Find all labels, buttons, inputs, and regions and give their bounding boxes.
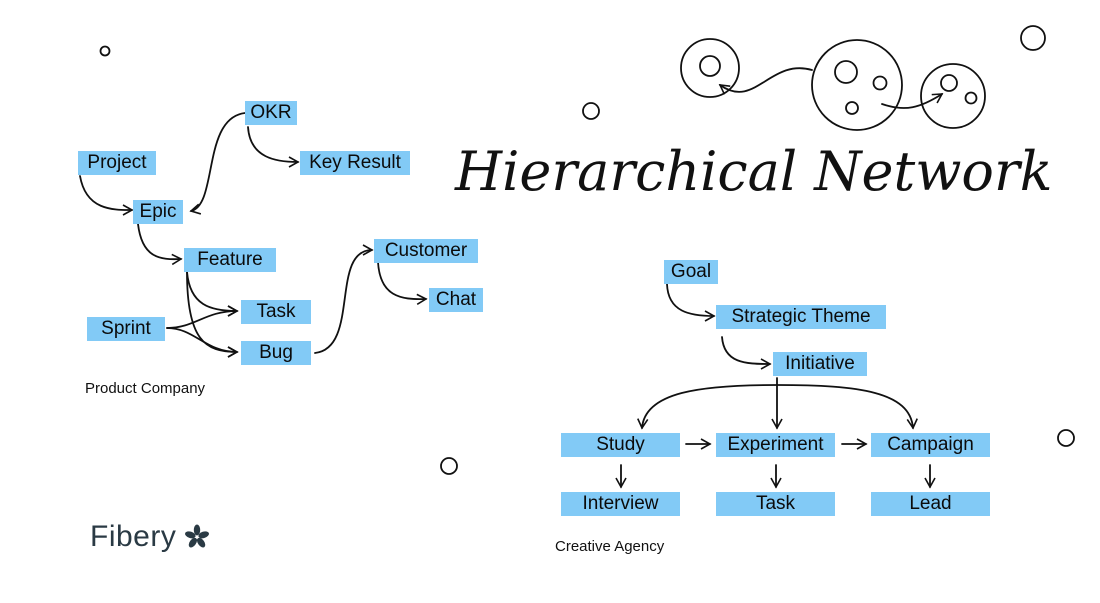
- decor-dot: [1020, 25, 1046, 51]
- asterisk-icon: [185, 524, 209, 548]
- node-bug: Bug: [241, 341, 311, 365]
- node-lead: Lead: [871, 492, 990, 516]
- edge-initiative-study: [637, 384, 778, 430]
- node-study: Study: [561, 433, 680, 457]
- diagram-title: Hierarchical Network: [455, 140, 1053, 203]
- network-illustration: [680, 38, 986, 131]
- node-strategic-theme: Strategic Theme: [716, 305, 886, 329]
- node-initiative: Initiative: [773, 352, 867, 376]
- caption-creative-agency: Creative Agency: [555, 538, 665, 555]
- edge-sprint-bug: [166, 327, 239, 358]
- decor-dot: [99, 45, 111, 57]
- edge-bug-customer: [314, 244, 374, 354]
- node-chat: Chat: [429, 288, 483, 312]
- brand-logo-text: Fibery: [90, 520, 177, 553]
- edge-customer-chat: [377, 261, 428, 306]
- node-customer: Customer: [374, 239, 478, 263]
- node-key-result: Key Result: [300, 151, 410, 175]
- edge-epic-feature: [137, 223, 183, 266]
- node-campaign: Campaign: [871, 433, 990, 457]
- edge-okr-epic: [189, 112, 246, 215]
- edge-project-epic: [79, 175, 134, 216]
- edge-theme-initiative: [721, 336, 772, 370]
- node-task: Task: [241, 300, 311, 324]
- node-epic: Epic: [133, 200, 183, 224]
- caption-product-company: Product Company: [85, 380, 206, 397]
- node-okr: OKR: [245, 101, 297, 125]
- node-goal: Goal: [664, 260, 718, 284]
- node-sprint: Sprint: [87, 317, 165, 341]
- edge-feature-task: [186, 271, 239, 317]
- edge-goal-theme: [666, 283, 716, 322]
- edge-sprint-task: [166, 305, 239, 329]
- edge-okr-keyresult: [247, 126, 300, 168]
- decor-dot: [440, 457, 458, 475]
- node-experiment: Experiment: [716, 433, 835, 457]
- edge-initiative-campaign: [776, 384, 918, 430]
- node-interview: Interview: [561, 492, 680, 516]
- decor-dot: [582, 102, 600, 120]
- node-project: Project: [78, 151, 156, 175]
- node-feature: Feature: [184, 248, 276, 272]
- node-task-agency: Task: [716, 492, 835, 516]
- decor-dot: [1057, 429, 1075, 447]
